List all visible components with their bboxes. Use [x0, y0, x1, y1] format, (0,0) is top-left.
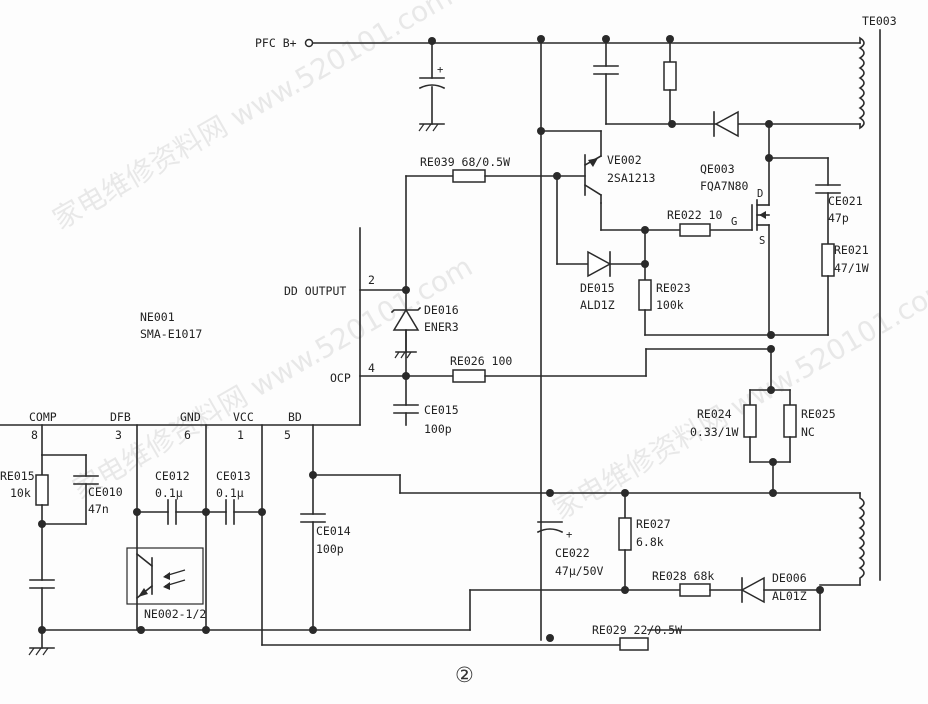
ve002-ref-label: VE002: [607, 153, 642, 167]
qe003-part-label: FQA7N80: [700, 179, 749, 193]
de015-ref-label: DE015: [580, 281, 615, 295]
watermark-1: 家电维修资料网 www.520101.com: [47, 0, 458, 236]
bulk-capacitor: +: [418, 42, 446, 132]
re021-val-label: 47/1W: [834, 261, 869, 275]
ce012-ce013: [133, 499, 266, 525]
pin-name-bd: BD: [288, 410, 302, 424]
ic-part-label: SMA-E1017: [140, 327, 202, 341]
re028-label: RE028 68k: [652, 569, 714, 583]
pin-num-5: 5: [284, 428, 291, 442]
qe003-ref-label: QE003: [700, 162, 735, 176]
re027-ref-label: RE027: [636, 517, 671, 531]
ve002-part-label: 2SA1213: [607, 171, 656, 185]
pin-num-6: 6: [184, 428, 191, 442]
figure-number: ②: [455, 663, 474, 687]
re026-label: RE026 100: [450, 354, 512, 368]
re027-resistor: [618, 492, 632, 594]
sense-resistors: [743, 348, 797, 494]
mosfet-qe003: [709, 157, 770, 336]
ground-bus: [38, 589, 681, 642]
ic-ref-label: NE001: [140, 310, 175, 324]
pin-g-label: G: [731, 216, 737, 228]
snubber-network: [593, 42, 861, 138]
comp-network: [28, 454, 99, 656]
de016-part-label: ENER3: [424, 320, 459, 334]
pin-name-ocp: OCP: [330, 371, 351, 385]
ce015-ref-label: CE015: [424, 403, 459, 417]
pfc-supply-label: PFC B+: [255, 36, 297, 50]
de016-ref-label: DE016: [424, 303, 459, 317]
optocoupler-ne002: [126, 547, 204, 605]
ce014-val-label: 100p: [316, 542, 344, 556]
de015-part-label: ALD1Z: [580, 298, 615, 312]
ocp-pin: [359, 348, 772, 426]
ce022-capacitor: +: [536, 521, 572, 541]
de015-diode: [556, 175, 649, 278]
ce014-ref-label: CE014: [316, 524, 351, 538]
ce014-capacitor: [300, 471, 401, 631]
re022-label: RE022 10: [667, 208, 722, 222]
watermark-2: 家电维修资料网 www.520101.com: [67, 250, 478, 506]
re023-resistor: [638, 229, 775, 353]
re027-val-label: 6.8k: [636, 535, 664, 549]
pin-num-4: 4: [368, 361, 375, 375]
ce021-val-label: 47p: [828, 211, 849, 225]
pin-num-1: 1: [237, 428, 244, 442]
supply-rail: [304, 35, 861, 48]
de006-part-label: AL01Z: [772, 589, 807, 603]
ce015-val-label: 100p: [424, 422, 452, 436]
svg-text:+: +: [437, 64, 443, 76]
transistor-ve002: [537, 42, 681, 641]
transformer-label: TE003: [862, 14, 897, 28]
transformer-primary-winding: [858, 29, 881, 581]
ic-pin-rail: [0, 424, 361, 646]
pin-d-label: D: [757, 188, 763, 200]
ce021-ref-label: CE021: [828, 194, 863, 208]
re039-label: RE039 68/0.5W: [420, 155, 510, 169]
re025-ref-label: RE025: [801, 407, 836, 421]
ce012-val-label: 0.1μ: [155, 486, 183, 500]
re021-ref-label: RE021: [834, 243, 869, 257]
re029-label: RE029 22/0.5W: [592, 623, 682, 637]
ne002-label: NE002-1/2: [144, 607, 206, 621]
svg-text:+: +: [566, 529, 572, 541]
drain-node: [765, 123, 841, 336]
re025-val-label: NC: [801, 425, 815, 439]
re023-ref-label: RE023: [656, 281, 691, 295]
re039-resistor: [405, 169, 586, 377]
pin-num-8: 8: [31, 428, 38, 442]
pin-name-comp: COMP: [29, 410, 57, 424]
ce013-val-label: 0.1μ: [216, 486, 244, 500]
dd-output-pin: [359, 286, 422, 359]
re028-de006: [679, 576, 824, 631]
ce022-val-label: 47μ/50V: [555, 564, 604, 578]
ce022-ref-label: CE022: [555, 546, 590, 560]
pin-num-3: 3: [115, 428, 122, 442]
pin-name-dd-output: DD OUTPUT: [284, 284, 346, 298]
pin-s-label: S: [759, 235, 765, 247]
pin-name-gnd: GND: [180, 410, 201, 424]
pin-num-2: 2: [368, 273, 375, 287]
re024-ref-label: RE024: [697, 407, 732, 421]
re023-val-label: 100k: [656, 298, 684, 312]
re015-val-label: 10k: [10, 486, 31, 500]
ce012-ref-label: CE012: [155, 469, 190, 483]
ce010-ref-label: CE010: [88, 485, 123, 499]
re015-ref-label: RE015: [0, 469, 35, 483]
re024-val-label: 0.33/1W: [690, 425, 739, 439]
pin-name-dfb: DFB: [110, 410, 131, 424]
re022-resistor: [679, 223, 711, 237]
pin-name-vcc: VCC: [233, 410, 254, 424]
ce013-ref-label: CE013: [216, 469, 251, 483]
re029-resistor: [261, 629, 821, 651]
ce010-val-label: 47n: [88, 502, 109, 516]
de006-ref-label: DE006: [772, 571, 807, 585]
